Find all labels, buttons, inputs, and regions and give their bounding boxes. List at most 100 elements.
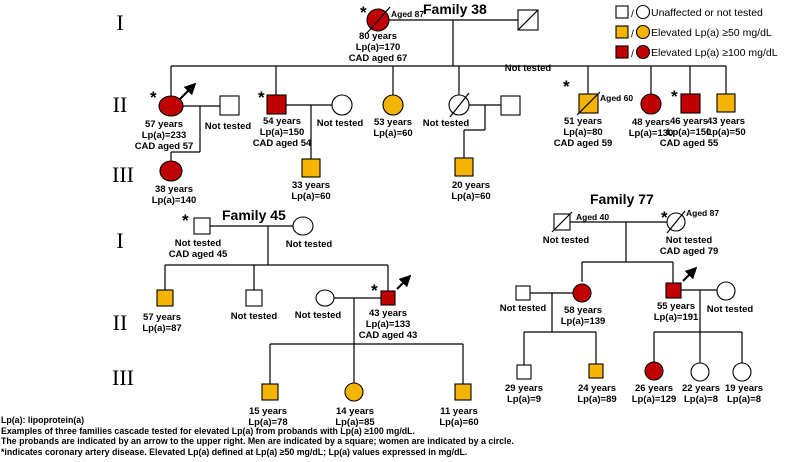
caption-line-3: The probands are indicated by an arrow t… [1, 436, 514, 447]
svg-text:Lp(a)=8: Lp(a)=8 [727, 394, 761, 405]
caption-line-1: Lp(a): lipoprotein(a) [1, 415, 85, 425]
svg-text:43 years: 43 years [369, 308, 407, 319]
svg-text:Lp(a)=170: Lp(a)=170 [356, 42, 401, 53]
svg-text:Lp(a)=150: Lp(a)=150 [260, 127, 305, 138]
f77-g3-child4 [690, 362, 710, 382]
svg-text:*: * [563, 77, 570, 96]
svg-text:Lp(a)=8: Lp(a)=8 [684, 394, 718, 405]
proband-arrow [682, 266, 698, 282]
svg-text:43 years: 43 years [707, 116, 745, 127]
generation-label-1: I [116, 228, 123, 253]
legend-unaffected: Unaffected or not tested [651, 7, 763, 19]
generation-label-2: II [113, 92, 128, 117]
svg-text:57 years: 57 years [143, 312, 181, 323]
svg-text:48 years: 48 years [632, 117, 670, 128]
svg-text:Not tested: Not tested [423, 118, 470, 129]
f77-g2-daughter [572, 283, 592, 303]
svg-text:Not tested: Not tested [707, 304, 754, 315]
svg-text:Lp(a)=133: Lp(a)=133 [366, 319, 411, 330]
legend-elevated-50: Elevated Lp(a) ≥50 mg/dL [651, 27, 772, 39]
svg-text:*: * [150, 88, 157, 107]
svg-text:Lp(a)=191: Lp(a)=191 [654, 312, 699, 323]
svg-text:53 years: 53 years [374, 117, 412, 128]
f38-g3-child2 [301, 158, 321, 178]
generation-label-3: III [112, 162, 134, 187]
svg-text:*: * [182, 211, 189, 230]
svg-text:CAD aged 57: CAD aged 57 [135, 141, 194, 152]
legend-elevated-100: Elevated Lp(a) ≥100 mg/dL [651, 47, 778, 59]
svg-text:CAD aged 67: CAD aged 67 [349, 53, 408, 64]
aged-label: Aged 87 [391, 9, 424, 19]
svg-text:Not tested: Not tested [175, 238, 222, 249]
svg-text:54 years: 54 years [263, 116, 301, 127]
cad-star: * [360, 3, 367, 22]
f77-g3-child2 [588, 363, 604, 379]
svg-text:Not tested: Not tested [666, 235, 713, 246]
svg-text:Lp(a)=50: Lp(a)=50 [706, 127, 745, 138]
f77-proband-male [665, 282, 682, 299]
f38-g2-female6 [640, 93, 662, 115]
svg-text:Not tested: Not tested [500, 303, 547, 314]
family-77-title: Family 77 [590, 191, 654, 207]
svg-text:24 years: 24 years [578, 383, 616, 394]
svg-text:46 years: 46 years [670, 116, 708, 127]
f77-g2-spouse2 [716, 281, 736, 301]
family-45: Family 45 * Not tested CAD aged 45 Not t… [142, 207, 478, 428]
svg-text:Aged 60: Aged 60 [600, 93, 633, 103]
family-45-title: Family 45 [222, 207, 286, 223]
f38-g2-spouse1 [219, 95, 240, 116]
f38-g3-child1 [159, 160, 183, 182]
family-77: Family 77 Aged 40 Not tested * Aged 87 N… [500, 191, 763, 405]
svg-text:Lp(a)=60: Lp(a)=60 [291, 191, 330, 202]
svg-text:/: / [631, 48, 634, 60]
svg-text:*: * [258, 88, 265, 107]
svg-text:20 years: 20 years [452, 180, 490, 191]
legend: / Unaffected or not tested / Elevated Lp… [615, 4, 778, 60]
svg-text:CAD aged 45: CAD aged 45 [169, 249, 228, 260]
svg-text:Lp(a)=60: Lp(a)=60 [439, 417, 478, 428]
f45-proband-male [380, 290, 396, 306]
svg-text:Lp(a)=129: Lp(a)=129 [632, 394, 677, 405]
svg-text:CAD aged 59: CAD aged 59 [554, 138, 613, 149]
svg-text:Lp(a)=60: Lp(a)=60 [451, 191, 490, 202]
svg-text:Lp(a)=233: Lp(a)=233 [142, 130, 187, 141]
svg-text:CAD aged 43: CAD aged 43 [359, 330, 418, 341]
svg-text:CAD aged 54: CAD aged 54 [253, 138, 312, 149]
svg-text:Not tested: Not tested [543, 235, 590, 246]
svg-text:Lp(a)=85: Lp(a)=85 [335, 417, 375, 428]
svg-text:Aged 40: Aged 40 [576, 212, 609, 222]
f45-g2-male1 [156, 289, 174, 307]
svg-text:Not tested: Not tested [205, 121, 252, 132]
svg-text:Lp(a)=89: Lp(a)=89 [577, 394, 616, 405]
f77-g3-child5 [732, 362, 752, 382]
f77-g2-spouse1 [515, 285, 531, 301]
svg-text:22 years: 22 years [682, 383, 720, 394]
svg-text:58 years: 58 years [564, 305, 602, 316]
svg-text:Lp(a)=139: Lp(a)=139 [561, 316, 606, 327]
caption-line-4: *indicates coronary artery disease. Elev… [1, 446, 468, 457]
f38-g2-male8 [716, 93, 736, 113]
svg-text:Lp(a)=130: Lp(a)=130 [629, 128, 674, 139]
f38-g2-spouse2 [331, 94, 353, 116]
f45-g3-child1 [261, 383, 279, 401]
svg-text:26 years: 26 years [635, 383, 673, 394]
svg-text:Lp(a)=150: Lp(a)=150 [667, 127, 712, 138]
svg-text:14 years: 14 years [336, 406, 374, 417]
svg-text:/: / [631, 8, 634, 20]
family-38: Family 38 * Aged 87 80 years Lp(a)=170 C… [135, 1, 746, 206]
f77-g3-child3 [644, 361, 664, 381]
svg-text:*: * [671, 87, 678, 106]
svg-text:Not tested: Not tested [317, 118, 364, 129]
svg-text:51 years: 51 years [564, 116, 602, 127]
svg-text:Lp(a)=80: Lp(a)=80 [563, 127, 602, 138]
svg-text:*: * [661, 208, 668, 227]
f38-g2-female3 [382, 94, 404, 116]
svg-text:Not tested: Not tested [286, 239, 333, 250]
svg-text:33 years: 33 years [292, 180, 330, 191]
svg-text:57 years: 57 years [145, 119, 183, 130]
svg-text:Not tested: Not tested [505, 63, 552, 74]
svg-text:15 years: 15 years [249, 406, 287, 417]
svg-text:29 years: 29 years [505, 383, 543, 394]
f38-proband-female [158, 95, 184, 117]
